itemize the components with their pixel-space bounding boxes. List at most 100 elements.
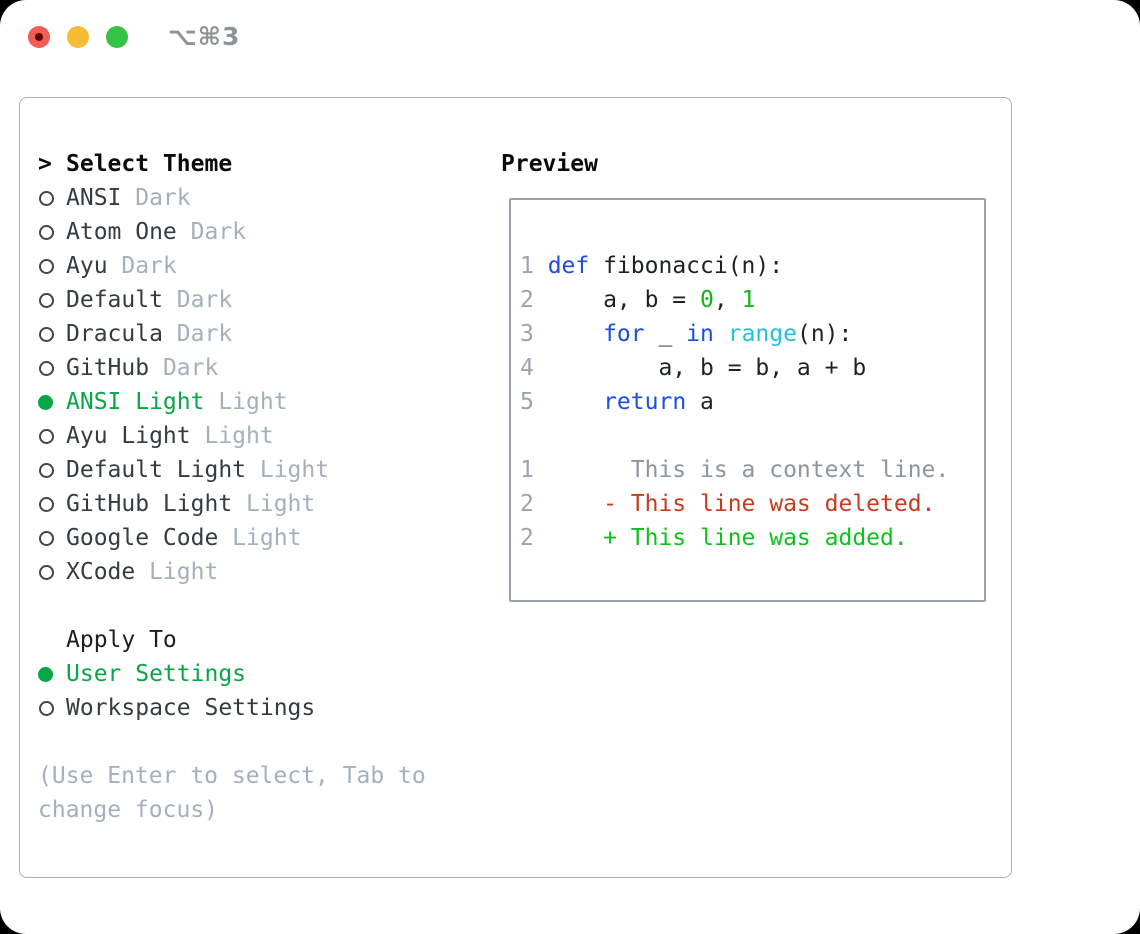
line-number: 5 [520,389,534,415]
option-label: ANSI [66,185,122,211]
option-label: Dracula [66,321,163,347]
code-segment [548,321,603,347]
option-label: Atom One [66,219,177,245]
option-label: Default Light [66,457,247,483]
variant-label: Dark [149,355,219,381]
code-segment: a [686,389,714,415]
line-number: 2 [520,287,534,313]
code-segment: in [686,321,714,347]
code-segment: 1 [741,287,756,313]
radio-icon [39,292,54,308]
radio-icon [39,700,54,716]
variant-label: Dark [176,219,247,245]
preview-line: 3 for _ in range(n): [520,317,984,351]
preview-line [520,419,984,453]
line-number: 2 [520,525,534,551]
theme-option-default[interactable]: Default Dark [38,283,488,317]
variant-label: Light [190,423,274,449]
radio-icon [39,258,54,274]
spacer [38,725,488,759]
code-segment: 0 [700,287,714,313]
theme-option-ansi-light[interactable]: ANSI Light Light [38,385,488,419]
radio-icon [39,496,54,512]
option-label: GitHub Light [66,491,233,517]
radio-icon [39,224,54,240]
variant-label: Light [232,491,316,517]
radio-icon [39,190,54,206]
variant-label: Dark [162,287,233,313]
help-text: (Use Enter to select, Tab to change focu… [38,763,426,823]
theme-option-github-light[interactable]: GitHub Light Light [38,487,488,521]
radio-icon [39,326,54,342]
code-segment: a, b = [547,287,701,313]
minimize-button[interactable] [67,26,89,48]
option-label: Workspace Settings [66,695,316,721]
theme-option-github[interactable]: GitHub Dark [38,351,488,385]
variant-label: Dark [162,321,233,347]
variant-label: Light [204,389,288,415]
option-label: User Settings [66,661,247,687]
variant-label: Light [246,457,330,483]
apply-to-label: Apply To [66,627,177,653]
radio-selected-icon [38,666,53,682]
variant-label: Dark [121,185,191,211]
window-title: ⌥⌘3 [168,22,241,51]
code-segment: - This line was deleted. [547,491,936,517]
option-label: Google Code [66,525,219,551]
preview-line: 1 This is a context line. [520,453,984,487]
theme-option-atom-one[interactable]: Atom One Dark [38,215,488,249]
radio-icon [39,428,54,444]
code-segment: This is a context line. [547,457,950,483]
code-segment: range [727,321,797,347]
code-segment: (n): [796,321,853,347]
apply-option-user-settings[interactable]: User Settings [38,657,488,691]
code-segment: def [547,253,590,279]
theme-option-dracula[interactable]: Dracula Dark [38,317,488,351]
option-label: ANSI Light [66,389,205,415]
apply-option-workspace-settings[interactable]: Workspace Settings [38,691,488,725]
preview-label: Preview [501,151,598,177]
titlebar: ⌥⌘3 [0,0,1140,76]
radio-icon [39,462,54,478]
option-label: XCode [66,559,136,585]
option-label: Ayu Light [66,423,191,449]
line-number: 2 [520,491,534,517]
variant-label: Light [135,559,219,585]
option-label: Default [66,287,163,313]
code-segment: _ [644,321,687,347]
select-theme-header: > Select Theme [38,147,488,181]
code-segment: return [603,389,687,415]
theme-option-ayu-light[interactable]: Ayu Light Light [38,419,488,453]
preview-line: 2 - This line was deleted. [520,487,984,521]
code-segment: , [713,287,742,313]
variant-label: Dark [107,253,177,279]
theme-option-ayu[interactable]: Ayu Dark [38,249,488,283]
radio-icon [39,530,54,546]
zoom-button[interactable] [106,26,128,48]
preview-line: 2 a, b = 0, 1 [520,283,984,317]
preview-line: 4 a, b = b, a + b [520,351,984,385]
spacer [38,589,488,623]
theme-option-ansi[interactable]: ANSI Dark [38,181,488,215]
radio-icon [39,360,54,376]
code-segment: for [603,321,645,347]
theme-option-google-code[interactable]: Google Code Light [38,521,488,555]
preview-line: 5 return a [520,385,984,419]
variant-label: Light [218,525,302,551]
theme-option-default-light[interactable]: Default Light Light [38,453,488,487]
line-number: 1 [520,253,534,279]
radio-selected-icon [38,394,53,410]
apply-to-header: Apply To [38,623,488,657]
theme-option-xcode[interactable]: XCode Light [38,555,488,589]
line-number: 3 [520,321,534,347]
close-button[interactable] [28,26,50,48]
option-label: GitHub [66,355,150,381]
